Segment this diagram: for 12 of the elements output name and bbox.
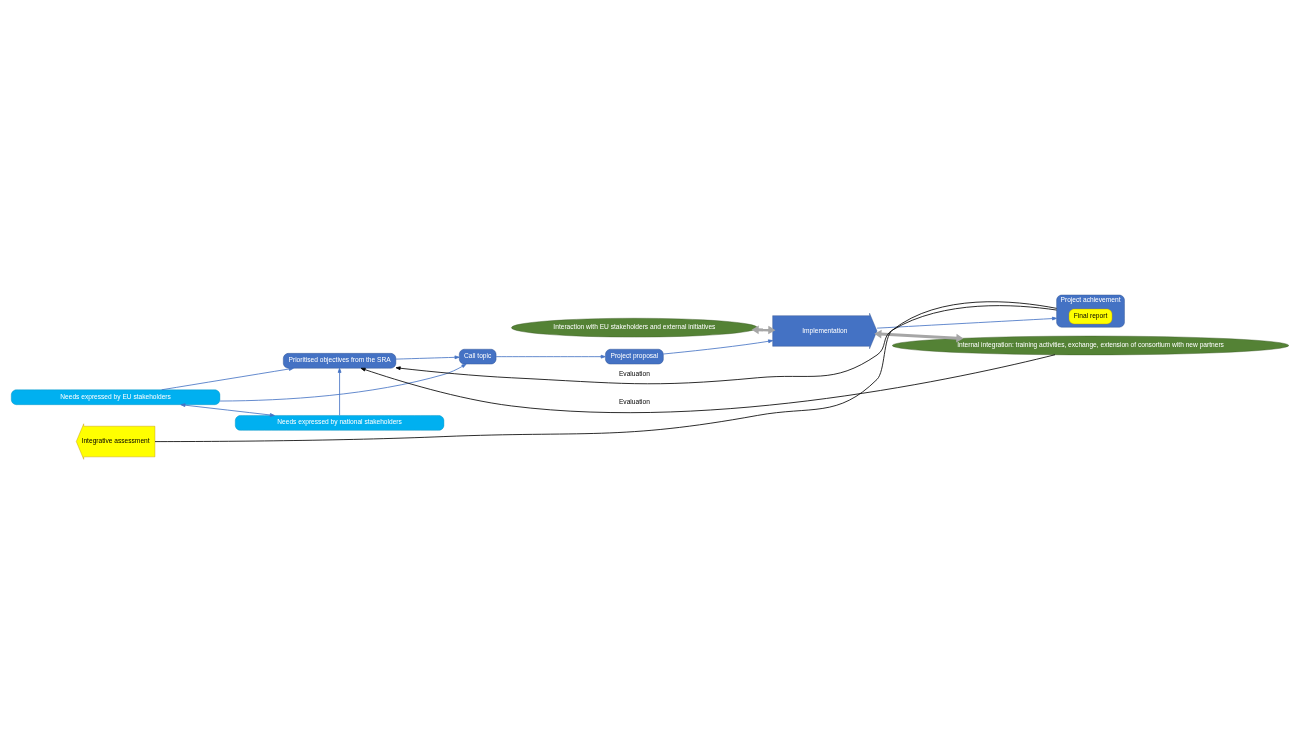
- connector: [154, 301, 1057, 443]
- arrow: [663, 339, 774, 355]
- arrow: [495, 354, 606, 359]
- arrow: [219, 363, 467, 402]
- arrow: [337, 367, 342, 416]
- arrow: [180, 403, 275, 417]
- arrow: [395, 305, 1057, 385]
- arrow: [395, 355, 460, 360]
- arrow: [876, 316, 1057, 329]
- arrow: [161, 367, 294, 391]
- arrow: [360, 354, 1056, 414]
- arrow: [874, 329, 964, 343]
